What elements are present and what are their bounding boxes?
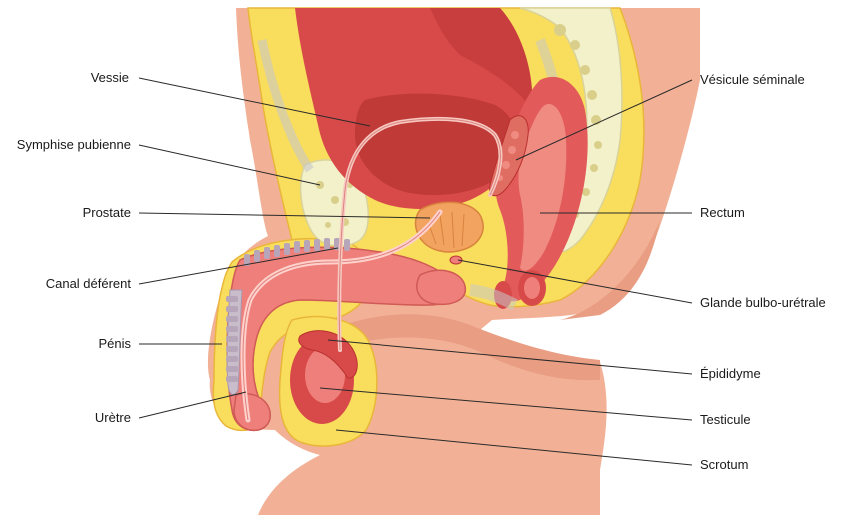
label-scrotum: Scrotum xyxy=(700,457,748,472)
label-testicule: Testicule xyxy=(700,412,751,427)
label-uretre: Urètre xyxy=(95,410,131,425)
label-prostate: Prostate xyxy=(83,205,131,220)
label-penis: Pénis xyxy=(98,336,131,351)
label-rectum: Rectum xyxy=(700,205,745,220)
label-glande: Glande bulbo-urétrale xyxy=(700,295,826,310)
label-vesicule: Vésicule séminale xyxy=(700,72,805,87)
label-canal: Canal déférent xyxy=(46,276,132,291)
bulb xyxy=(417,270,466,304)
label-symphise: Symphise pubienne xyxy=(17,137,131,152)
label-epididyme: Épididyme xyxy=(700,366,761,381)
label-vessie: Vessie xyxy=(91,70,129,85)
